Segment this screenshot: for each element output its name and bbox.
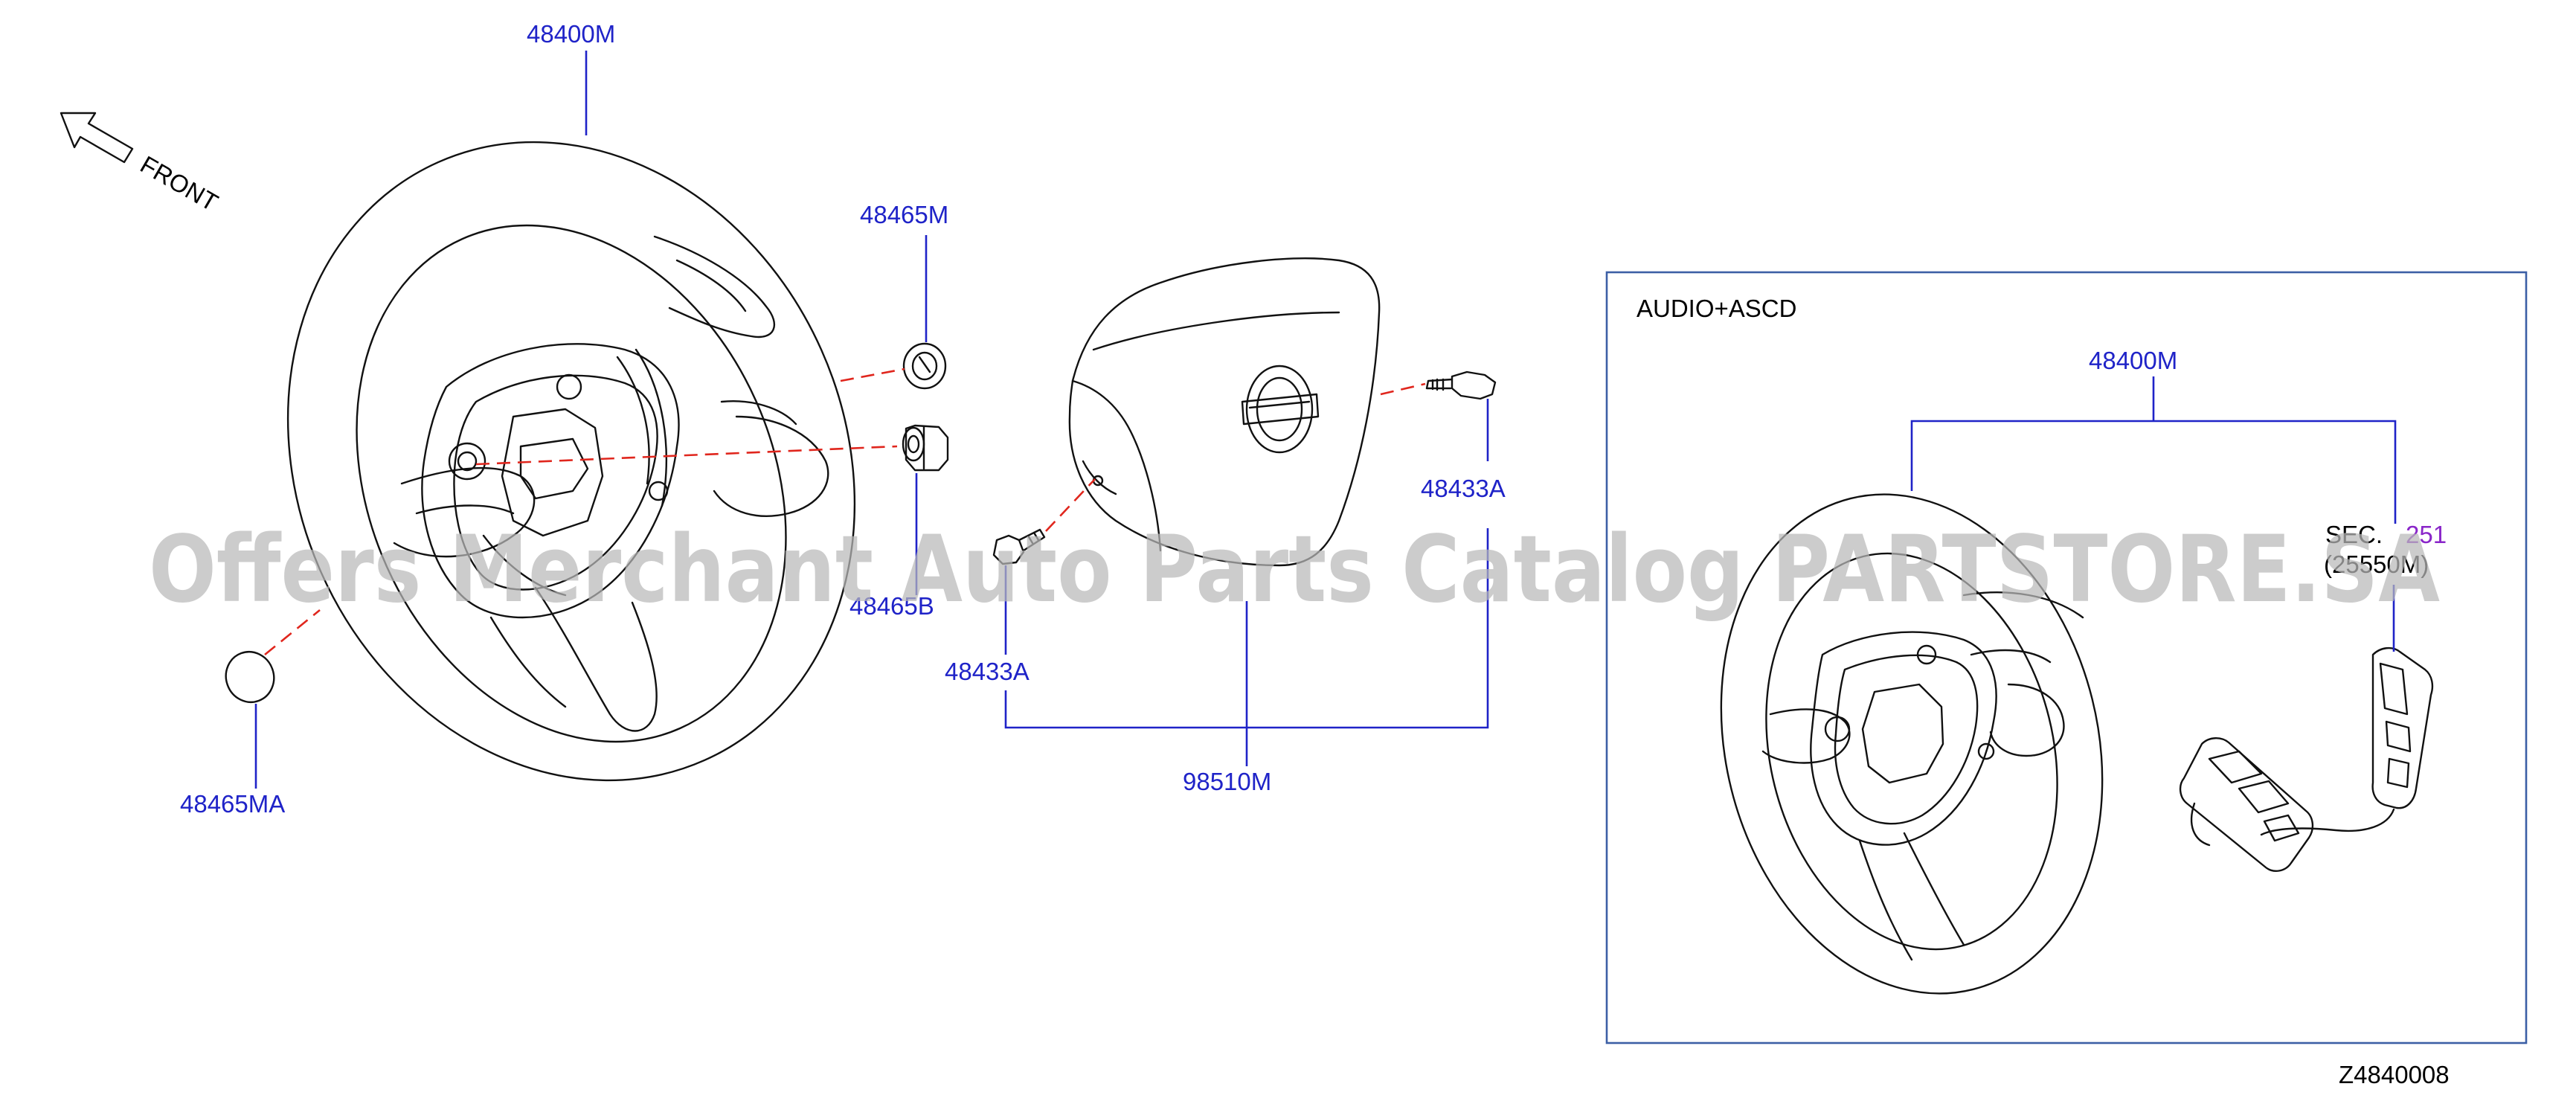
dashed-48433A-right (1380, 382, 1426, 396)
callout-48465MA[interactable]: 48465MA (180, 790, 285, 818)
watermark: Offers Merchant Auto Parts Catalog PARTS… (149, 516, 2440, 623)
nut (902, 424, 949, 472)
dashed-48465M (840, 368, 905, 382)
emblem-cap (902, 342, 947, 390)
section-ref-part: (25550M) (2324, 551, 2429, 578)
section-ref-number[interactable]: 251 (2406, 521, 2447, 548)
steering-wheel (286, 141, 856, 782)
callout-48433A-left[interactable]: 48433A (945, 658, 1030, 685)
callout-48400M[interactable]: 48400M (527, 20, 615, 48)
audio-ascd-title: AUDIO+ASCD (1637, 295, 1796, 322)
dashed-48465B (475, 445, 898, 466)
diagram-code: Z4840008 (2339, 1061, 2450, 1088)
dashed-48433A-left (1045, 478, 1096, 532)
dashed-48465MA (264, 609, 321, 656)
callout-48465B[interactable]: 48465B (849, 592, 934, 620)
callout-48433A-right[interactable]: 48433A (1421, 475, 1506, 502)
bolt-right (1425, 370, 1497, 400)
airbag-module (1068, 257, 1381, 567)
audio-ascd-frame (1605, 271, 2528, 1044)
callout-48400M-audio[interactable]: 48400M (2089, 347, 2177, 374)
bolt-left (992, 528, 1046, 565)
callout-98510M[interactable]: 98510M (1183, 768, 1271, 795)
callout-48465M[interactable]: 48465M (860, 201, 948, 228)
bracket-48400M-audio (1910, 420, 2397, 524)
section-ref-prefix: SEC. (2325, 521, 2383, 548)
front-label: FRONT (136, 150, 223, 216)
front-arrow-icon (60, 112, 134, 164)
small-cap (225, 651, 275, 703)
steering-switch-right (2260, 646, 2434, 836)
steering-wheel-audio (1720, 493, 2104, 995)
steering-switch-left (2179, 737, 2314, 872)
